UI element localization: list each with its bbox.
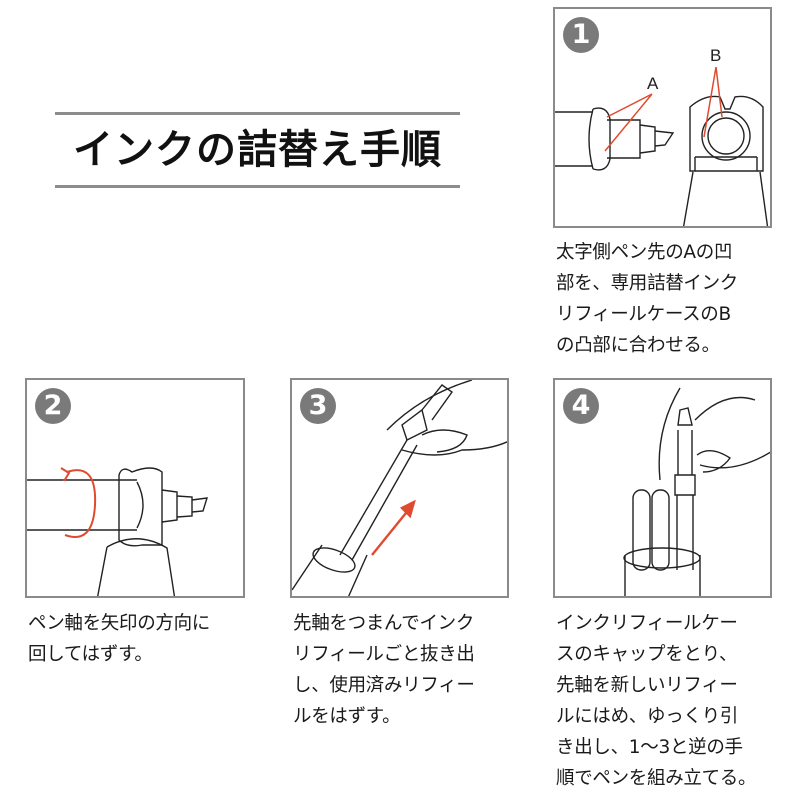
caption-line: 部を、専用詰替インク: [556, 273, 739, 294]
refill-extraction-illustration: [292, 380, 507, 596]
caption-line: し、使用済みリフィー: [293, 675, 475, 696]
caption-line: リフィールごと抜き出: [293, 644, 475, 665]
page-title: インクの詰替え手順: [73, 127, 442, 173]
step-4-caption: インクリフィールケー スのキャップをとり、 先軸を新しいリフィー ルにはめ、ゆっ…: [556, 608, 757, 794]
caption-line: の凸部に合わせる。: [556, 335, 720, 356]
step-2-badge: 2: [35, 388, 71, 424]
caption-line: 回してはずす。: [28, 644, 153, 665]
pen-tip-alignment-illustration: A B: [555, 46, 769, 226]
title-rule-bottom: [55, 185, 460, 188]
step-1-badge: 1: [563, 17, 599, 53]
step-3-badge: 3: [300, 388, 336, 424]
step-3-panel: 3: [290, 378, 509, 598]
label-b: B: [710, 46, 721, 65]
step-3-caption: 先軸をつまんでインク リフィールごと抜き出 し、使用済みリフィー ルをはずす。: [293, 608, 475, 732]
step-1-panel: 1 A B: [553, 7, 772, 228]
step-4-panel: 4: [553, 378, 772, 598]
caption-line: 太字側ペン先のAの凹: [556, 242, 733, 263]
caption-line: 先軸を新しいリフィー: [556, 675, 738, 696]
label-a: A: [647, 74, 659, 93]
caption-line: インクリフィールケー: [556, 613, 738, 634]
caption-line: スのキャップをとり、: [556, 644, 738, 665]
caption-line: ルをはずす。: [293, 706, 401, 727]
caption-line: ペン軸を矢印の方向に: [28, 613, 211, 634]
title-block: インクの詰替え手順: [55, 112, 460, 188]
refill-insertion-illustration: [623, 387, 770, 596]
caption-line: 順でペンを組み立てる。: [556, 768, 757, 789]
pen-rotation-illustration: [27, 467, 208, 596]
caption-line: ルにはめ、ゆっくり引: [556, 706, 739, 727]
caption-line: 先軸をつまんでインク: [293, 613, 475, 634]
step-4-badge: 4: [563, 388, 599, 424]
caption-line: リフィールケースのB: [556, 304, 731, 325]
caption-line: き出し、1～3と逆の手: [556, 737, 743, 758]
title-rule-top: [55, 112, 460, 115]
step-2-caption: ペン軸を矢印の方向に 回してはずす。: [28, 608, 210, 670]
step-1-caption: 太字側ペン先のAの凹 部を、専用詰替インク リフィールケースのB の凸部に合わせ…: [556, 237, 738, 361]
step-2-panel: 2: [25, 378, 245, 598]
